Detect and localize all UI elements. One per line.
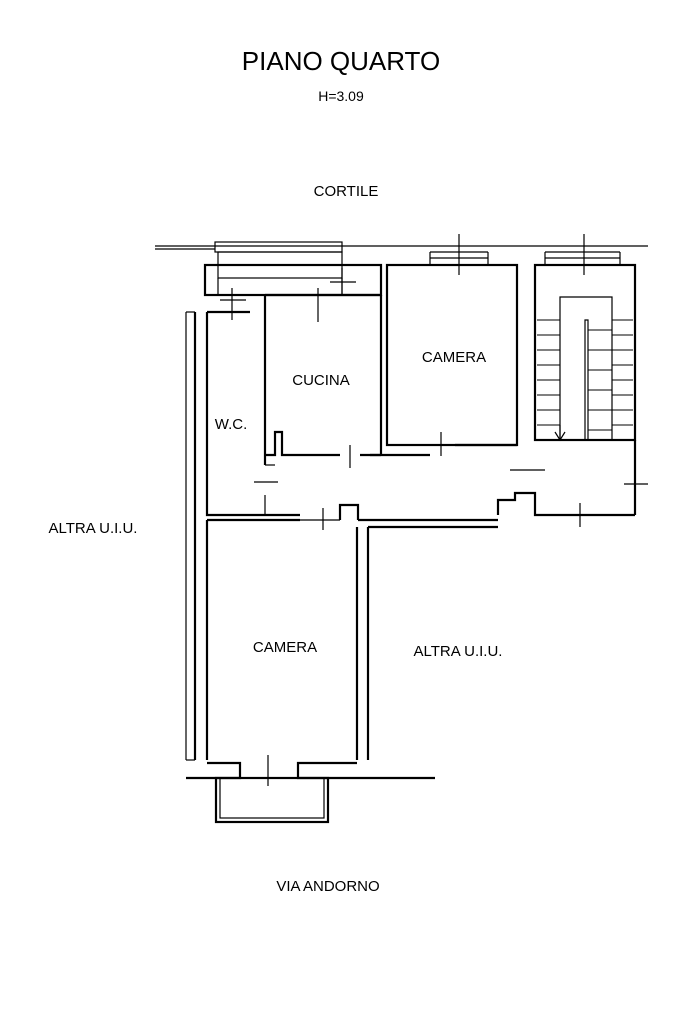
plan-title: PIANO QUARTO	[242, 46, 440, 76]
wc-room-walls	[205, 295, 300, 517]
room-label-bedroom-bottom: CAMERA	[253, 639, 317, 656]
hallway-walls	[300, 503, 498, 530]
room-label-wc: W.C.	[215, 416, 248, 433]
room-label-kitchen: CUCINA	[292, 372, 350, 389]
street-label: VIA ANDORNO	[276, 878, 379, 895]
height-note: H=3.09	[318, 88, 364, 104]
bedroom-bottom-walls	[205, 518, 370, 760]
left-exterior-wall	[185, 311, 197, 761]
street-facade	[186, 755, 435, 824]
other-unit-right-label: ALTRA U.I.U.	[414, 643, 503, 660]
staircase	[533, 234, 637, 442]
courtyard-facade	[155, 241, 648, 253]
bedroom-top-walls	[370, 234, 519, 457]
courtyard-label: CORTILE	[314, 183, 379, 200]
other-unit-left-label: ALTRA U.I.U.	[49, 520, 138, 537]
room-label-bedroom-top: CAMERA	[422, 349, 486, 366]
landing-walls	[496, 440, 648, 527]
